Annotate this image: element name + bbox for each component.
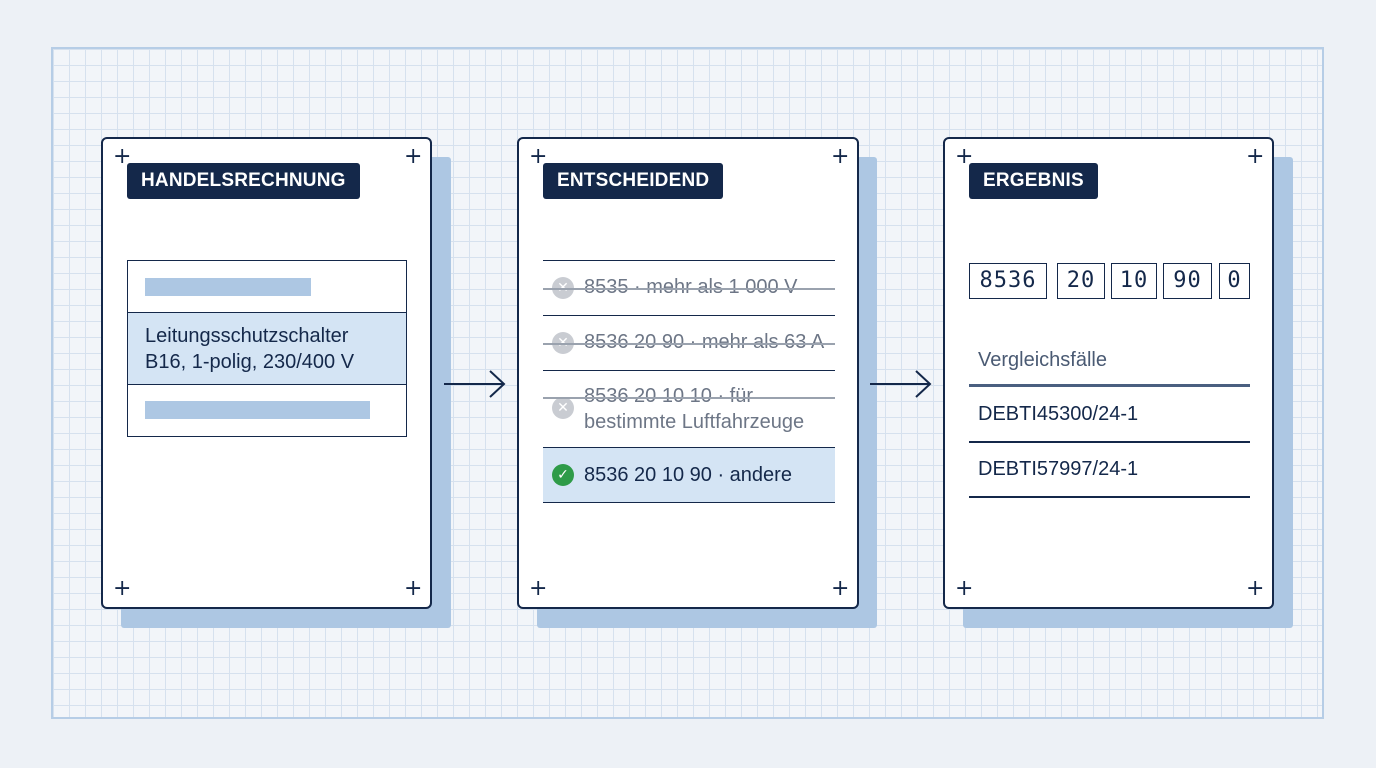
section-heading: Vergleichsfälle [978, 349, 1107, 371]
corner-plus-icon: + [404, 144, 423, 169]
option-label-line: bestimmte Luftfahrzeuge [584, 411, 805, 433]
corner-plus-icon: + [1246, 576, 1265, 601]
doc-row [128, 261, 406, 313]
corner-plus-icon: + [831, 576, 850, 601]
product-description: Leitungsschutzschalter B16, 1-polig, 230… [145, 323, 354, 375]
arrow-right-icon [444, 370, 506, 398]
option-row-selected: ✓ 8536 20 10 90 · andere [543, 447, 835, 503]
option-row-rejected: ✕ 8535 · mehr als 1 000 V [543, 260, 835, 315]
code-part-box: 10 [1111, 263, 1157, 299]
card-tag: HANDELSRECHNUNG [127, 163, 360, 199]
strikethrough-line [543, 397, 835, 399]
option-row-rejected: ✕ 8536 20 90 · mehr als 63 A [543, 315, 835, 370]
option-label-line: 8536 20 10 10 · für [584, 385, 754, 407]
card-tag: ERGEBNIS [969, 163, 1098, 199]
corner-plus-icon: + [113, 576, 132, 601]
arrow-right-icon [870, 370, 932, 398]
card-result: + + + + ERGEBNIS 8536 20 10 90 0 Verglei… [943, 137, 1274, 609]
product-line: B16, 1-polig, 230/400 V [145, 351, 355, 373]
product-line: Leitungsschutzschalter [145, 325, 349, 347]
divider [969, 384, 1250, 387]
card-decision: + + + + ENTSCHEIDEND ✕ 8535 · mehr als 1… [517, 137, 859, 609]
corner-plus-icon: + [113, 144, 132, 169]
corner-plus-icon: + [529, 144, 548, 169]
corner-plus-icon: + [404, 576, 423, 601]
option-label: 8536 20 10 90 · andere [584, 464, 792, 486]
divider [969, 441, 1250, 443]
corner-plus-icon: + [1246, 144, 1265, 169]
corner-plus-icon: + [955, 144, 974, 169]
corner-plus-icon: + [529, 576, 548, 601]
invoice-document: Leitungsschutzschalter B16, 1-polig, 230… [127, 260, 407, 437]
corner-plus-icon: + [955, 576, 974, 601]
code-part-box: 0 [1219, 263, 1250, 299]
corner-plus-icon: + [831, 144, 850, 169]
option-label: 8536 20 90 · mehr als 63 A [584, 331, 825, 353]
doc-row-highlighted: Leitungsschutzschalter B16, 1-polig, 230… [128, 313, 406, 385]
case-reference: DEBTI57997/24-1 [978, 458, 1139, 480]
divider [969, 496, 1250, 498]
card-invoice: + + + + HANDELSRECHNUNG Leitungsschutzsc… [101, 137, 432, 609]
case-reference: DEBTI45300/24-1 [978, 403, 1139, 425]
code-part-box: 20 [1057, 263, 1105, 299]
x-circle-icon: ✕ [552, 397, 574, 419]
code-part-box: 8536 [969, 263, 1047, 299]
strikethrough-line [543, 288, 835, 290]
option-label: 8536 20 10 10 · für bestimmte Luftfahrze… [584, 383, 804, 435]
doc-row [128, 385, 406, 436]
placeholder-bar [145, 278, 311, 296]
placeholder-bar [145, 401, 370, 419]
option-row-rejected: ✕ 8536 20 10 10 · für bestimmte Luftfahr… [543, 370, 835, 447]
strikethrough-line [543, 343, 835, 345]
option-label: 8535 · mehr als 1 000 V [584, 276, 798, 298]
code-part-box: 90 [1163, 263, 1212, 299]
check-circle-icon: ✓ [552, 464, 574, 486]
card-tag: ENTSCHEIDEND [543, 163, 724, 199]
